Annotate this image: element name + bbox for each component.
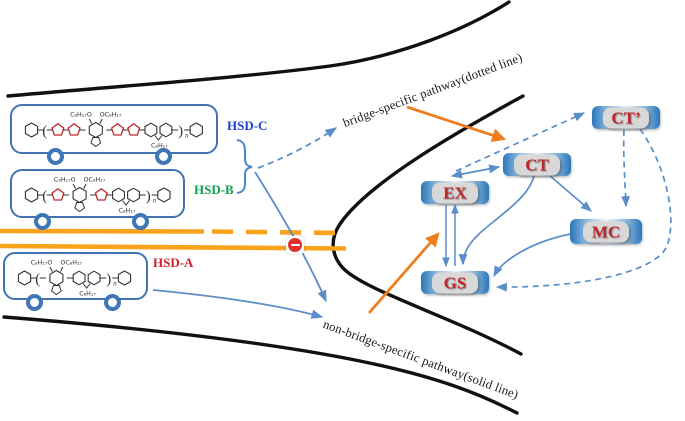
repeat-index-label: n: [153, 197, 157, 205]
substituent-left-label: C₈H₁₇O: [70, 112, 92, 119]
pyrrole-bridge: [122, 200, 130, 206]
side-chain-label: C₈H₁₇: [151, 143, 168, 150]
repeat-index-label: n: [113, 280, 117, 288]
arrow-ctprime-to-mc: [621, 129, 631, 208]
molecule-card-hsd-c: () C₈H₁₇O OC₈H₁₇ C₈H₁₇ n: [10, 104, 218, 154]
substituent-left-label: C₈H₁₇O: [54, 177, 76, 184]
no-entry-icon: [286, 236, 304, 254]
road-bottom-edge: [2, 315, 519, 415]
arrow-nonbridge-pathway-pointer: [367, 232, 440, 314]
carbazole-ring: [87, 270, 101, 286]
state-node-gs: GS: [421, 271, 489, 294]
state-node-mc: MC: [570, 219, 642, 244]
molecule-card-hsd-b: () C₈H₁₇O OC₈H₁₇ C₈H₁₇ n: [10, 169, 185, 218]
molecule-structure-hsd-a: () C₈H₁₇O OC₈H₁₇ C₈H₁₇ n: [17, 260, 132, 298]
bracket-open: (: [42, 189, 47, 205]
thiophene-ring: [51, 187, 65, 201]
phenyl-ring: [157, 187, 171, 203]
state-node-ct-prime: CT’: [592, 106, 660, 129]
pyrrole-bridge: [82, 283, 91, 289]
median-top-solid: [0, 228, 205, 234]
state-label-ct-prime: CT’: [611, 108, 641, 127]
arrow-ex-ct-bidirectional: [450, 164, 501, 179]
bracket-close: ): [106, 272, 111, 288]
arrow-hsda-to-nonbridge-road: [152, 289, 324, 319]
thiophene-ring: [51, 122, 65, 136]
phenyl-ring: [24, 187, 39, 203]
benzene-core-ring: [49, 269, 64, 287]
benzene-core-ring: [88, 121, 103, 139]
thiophene-ring: [67, 122, 81, 136]
molecule-structure-hsd-c: () C₈H₁₇O OC₈H₁₇ C₈H₁₇ n: [24, 112, 203, 150]
thiophene-ring: [110, 122, 125, 136]
arrow-ct-to-gs: [458, 175, 535, 266]
pyrrole-bridge: [154, 135, 163, 141]
bracket-open: (: [42, 124, 47, 140]
bracket-close: ): [146, 189, 151, 205]
state-label-ct: CT: [525, 155, 549, 174]
phenyl-ring: [24, 122, 39, 138]
substituent-right-label: OC₈H₁₇: [60, 260, 82, 267]
wheel-icon: [26, 294, 43, 311]
carbazole-ring: [127, 187, 140, 203]
thiophene-ring: [94, 187, 108, 201]
benzene-core-ring: [72, 186, 87, 204]
arrow-ctprime-to-gs: [495, 128, 672, 292]
label-hsd-a: HSD-A: [153, 255, 194, 270]
arrow-ex-to-ctprime: [455, 112, 586, 172]
substituent-left-label: C₈H₁₇O: [31, 260, 53, 267]
brace: [236, 139, 253, 194]
molecule-structure-hsd-b: () C₈H₁₇O OC₈H₁₇ C₈H₁₇ n: [24, 177, 171, 215]
wheel-icon: [155, 148, 172, 165]
wheel-icon: [132, 213, 149, 230]
state-node-ct: CT: [503, 153, 571, 176]
arrow-brace-to-bridge-road: [257, 127, 338, 169]
wheel-icon: [47, 148, 64, 165]
wheel-icon: [104, 294, 121, 311]
carbazole-ring: [144, 122, 158, 138]
arrow-bridge-pathway-pointer: [406, 105, 507, 142]
substituent-right-label: OC₈H₁₇: [100, 112, 122, 119]
side-chain-label: C₈H₁₇: [119, 208, 136, 215]
carbazole-ring: [112, 187, 125, 203]
arrow-mc-to-gs: [493, 233, 572, 278]
road-top-edge: [6, 0, 511, 98]
benzothiadiazole-ring: [74, 202, 85, 213]
phenyl-ring: [117, 270, 132, 286]
phenyl-ring: [189, 122, 203, 138]
carbazole-ring: [72, 270, 86, 286]
wheel-icon: [34, 213, 51, 230]
state-label-ex: EX: [443, 183, 467, 202]
substituent-right-label: OC₈H₁₇: [84, 177, 106, 184]
carbazole-ring: [159, 122, 173, 138]
state-node-ex: EX: [421, 181, 489, 204]
no-entry-bar: [290, 243, 300, 247]
benzothiadiazole-ring: [90, 137, 102, 148]
side-chain-label: C₈H₁₇: [79, 291, 96, 298]
arrow-ct-to-mc: [548, 174, 592, 212]
repeat-index-label: n: [185, 132, 189, 140]
road-fork-wedge: [331, 94, 525, 356]
state-label-mc: MC: [591, 222, 621, 241]
label-hsd-b: HSD-B: [194, 182, 234, 197]
bracket-open: (: [35, 272, 40, 288]
thiophene-ring: [127, 122, 141, 136]
benzothiadiazole-ring: [51, 285, 62, 296]
label-hsd-c: HSD-C: [227, 118, 268, 133]
phenyl-ring: [17, 270, 32, 286]
bracket-close: ): [178, 124, 183, 140]
molecule-card-hsd-a: () C₈H₁₇O OC₈H₁₇ C₈H₁₇ n: [3, 252, 148, 300]
state-label-gs: GS: [443, 273, 467, 292]
median-top-dashed: [211, 229, 345, 236]
